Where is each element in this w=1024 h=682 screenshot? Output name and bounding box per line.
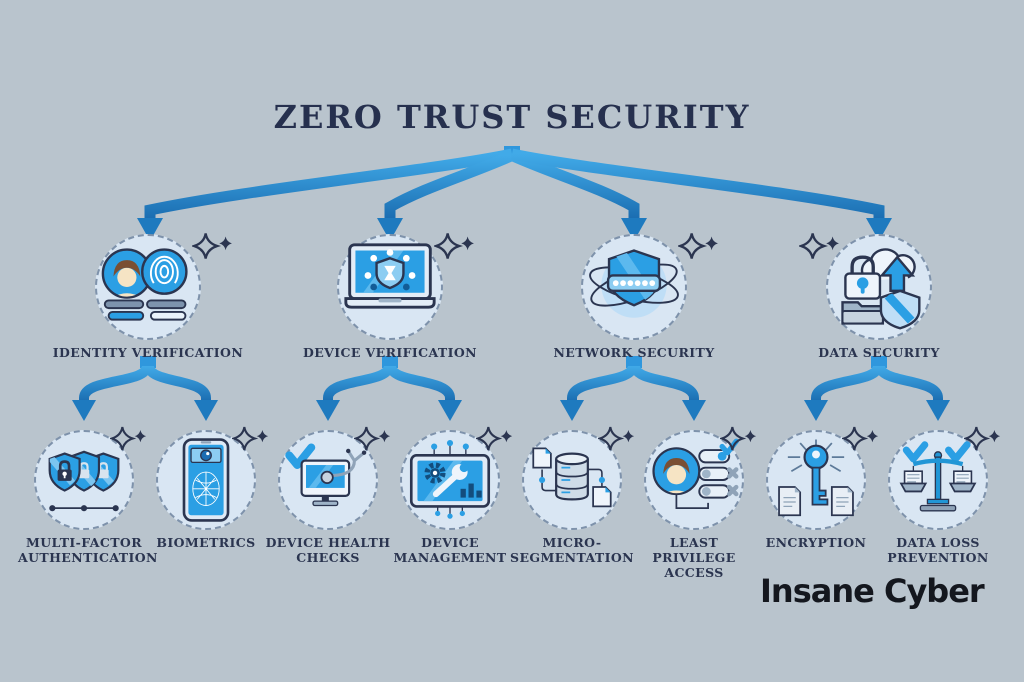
branch-arrow-stubs bbox=[140, 356, 887, 368]
data-security-circle bbox=[826, 234, 932, 340]
encryption-icon bbox=[778, 439, 854, 517]
identity-verification-icon bbox=[101, 248, 188, 321]
data-loss-prevention-circle bbox=[888, 430, 988, 530]
child-label: MICRO-SEGMENTATION bbox=[510, 535, 634, 565]
multi-factor-authentication-circle bbox=[34, 430, 134, 530]
child-node-encryption: ENCRYPTION bbox=[750, 426, 882, 550]
child-label: ENCRYPTION bbox=[765, 535, 867, 550]
branch-y-arrows bbox=[79, 364, 943, 402]
multi-factor-authentication-icon bbox=[48, 450, 120, 512]
sparkle-icon bbox=[598, 426, 635, 451]
sparkle-icon bbox=[232, 426, 269, 451]
micro-segmentation-circle bbox=[522, 430, 622, 530]
biometrics-circle bbox=[156, 430, 256, 530]
encryption-circle bbox=[766, 430, 866, 530]
sparkle-icon bbox=[110, 426, 147, 451]
top-fan-arrows bbox=[144, 148, 885, 220]
sparkle-icon bbox=[842, 426, 879, 451]
branch-label: DATA SECURITY bbox=[818, 345, 940, 360]
device-management-circle bbox=[400, 430, 500, 530]
device-verification-circle bbox=[337, 234, 443, 340]
device-health-checks-icon bbox=[285, 443, 367, 507]
identity-verification-circle bbox=[95, 234, 201, 340]
micro-segmentation-icon bbox=[532, 447, 612, 508]
sparkle-icon bbox=[799, 233, 839, 259]
branch-label: DEVICE VERIFICATION bbox=[303, 345, 477, 360]
top-fan-arrowheads bbox=[137, 218, 892, 241]
device-management-icon bbox=[409, 439, 491, 519]
data-loss-prevention-icon bbox=[899, 441, 977, 512]
data-security-icon bbox=[841, 248, 921, 330]
child-label: LEAST PRIVILEGE ACCESS bbox=[652, 535, 736, 580]
page-title: ZERO TRUST SECURITY bbox=[273, 98, 751, 136]
network-security-icon bbox=[589, 249, 679, 318]
sparkle-icon bbox=[354, 426, 391, 451]
child-node-micro-segmentation: MICRO-SEGMENTATION bbox=[506, 426, 638, 565]
child-label: DATA LOSS PREVENTION bbox=[887, 535, 989, 565]
branch-y-arrowheads bbox=[72, 400, 950, 421]
least-privilege-access-icon bbox=[652, 438, 739, 510]
child-node-device-health-checks: DEVICE HEALTH CHECKS bbox=[262, 426, 394, 565]
branch-node-device-verification: DEVICE VERIFICATION bbox=[290, 233, 490, 360]
child-node-multi-factor-authentication: MULTI-FACTOR AUTHENTICATION bbox=[18, 426, 158, 565]
child-node-device-management: DEVICE MANAGEMENT bbox=[384, 426, 516, 565]
branch-label: NETWORK SECURITY bbox=[553, 345, 715, 360]
child-node-biometrics: BIOMETRICS bbox=[140, 426, 272, 550]
device-verification-icon bbox=[344, 243, 436, 309]
branch-node-network-security: NETWORK SECURITY bbox=[534, 233, 734, 360]
network-security-circle bbox=[581, 234, 687, 340]
sparkle-icon bbox=[720, 426, 757, 451]
sparkle-icon bbox=[192, 233, 232, 259]
child-label: DEVICE MANAGEMENT bbox=[393, 535, 507, 565]
child-node-data-loss-prevention: DATA LOSS PREVENTION bbox=[872, 426, 1004, 565]
child-label: MULTI-FACTOR AUTHENTICATION bbox=[18, 535, 158, 565]
branch-node-data-security: DATA SECURITY bbox=[779, 233, 979, 360]
biometrics-icon bbox=[182, 438, 230, 522]
sparkle-icon bbox=[434, 233, 474, 259]
child-label: BIOMETRICS bbox=[156, 535, 256, 550]
insane-cyber-logo: Insane Cyber bbox=[760, 572, 985, 610]
least-privilege-access-circle bbox=[644, 430, 744, 530]
sparkle-icon bbox=[476, 426, 513, 451]
sparkle-icon bbox=[678, 233, 718, 259]
device-health-checks-circle bbox=[278, 430, 378, 530]
branch-node-identity-verification: IDENTITY VERIFICATION bbox=[48, 233, 248, 360]
branch-label: IDENTITY VERIFICATION bbox=[52, 345, 244, 360]
child-node-least-privilege-access: LEAST PRIVILEGE ACCESS bbox=[628, 426, 760, 580]
child-label: DEVICE HEALTH CHECKS bbox=[265, 535, 391, 565]
sparkle-icon bbox=[964, 426, 1001, 451]
